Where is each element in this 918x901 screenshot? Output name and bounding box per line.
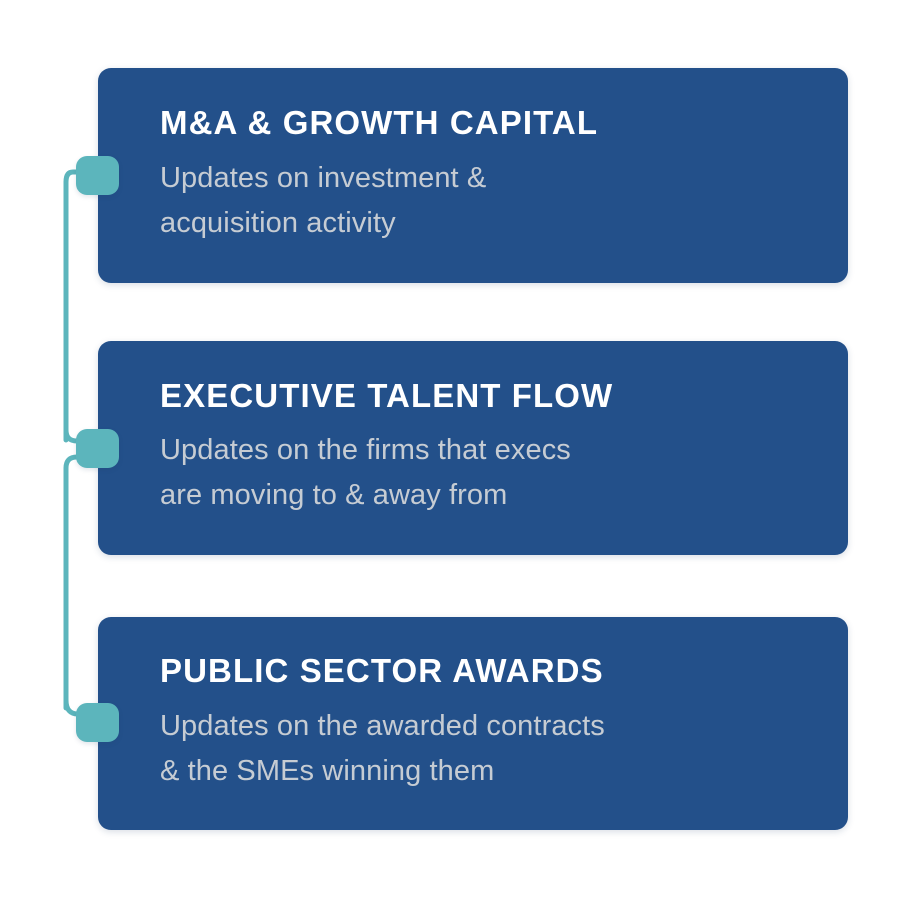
card-public-sector-awards[interactable]: PUBLIC SECTOR AWARDS Updates on the awar… <box>98 617 848 830</box>
card-title: M&A & GROWTH CAPITAL <box>160 104 599 142</box>
card-description: Updates on the awarded contracts & the S… <box>160 704 680 794</box>
node-marker-2 <box>76 429 119 468</box>
connector-segment-1 <box>63 169 91 443</box>
card-description-line-1: Updates on investment & <box>160 161 487 194</box>
card-description-line-2: acquisition activity <box>160 206 396 239</box>
card-executive-talent-flow[interactable]: EXECUTIVE TALENT FLOW Updates on the fir… <box>98 341 848 555</box>
card-description-line-2: & the SMEs winning them <box>160 754 495 787</box>
card-description: Updates on investment & acquisition acti… <box>160 156 680 246</box>
card-description-line-1: Updates on the firms that execs <box>160 434 571 467</box>
card-description: Updates on the firms that execs are movi… <box>160 428 680 518</box>
card-description-line-2: are moving to & away from <box>160 479 508 512</box>
connector-segment-2 <box>63 454 91 711</box>
card-title: PUBLIC SECTOR AWARDS <box>160 652 604 690</box>
card-title: EXECUTIVE TALENT FLOW <box>160 376 614 414</box>
card-description-line-1: Updates on the awarded contracts <box>160 709 605 742</box>
card-ma-growth-capital[interactable]: M&A & GROWTH CAPITAL Updates on investme… <box>98 68 848 283</box>
node-marker-3 <box>76 703 119 742</box>
node-marker-1 <box>76 156 119 195</box>
